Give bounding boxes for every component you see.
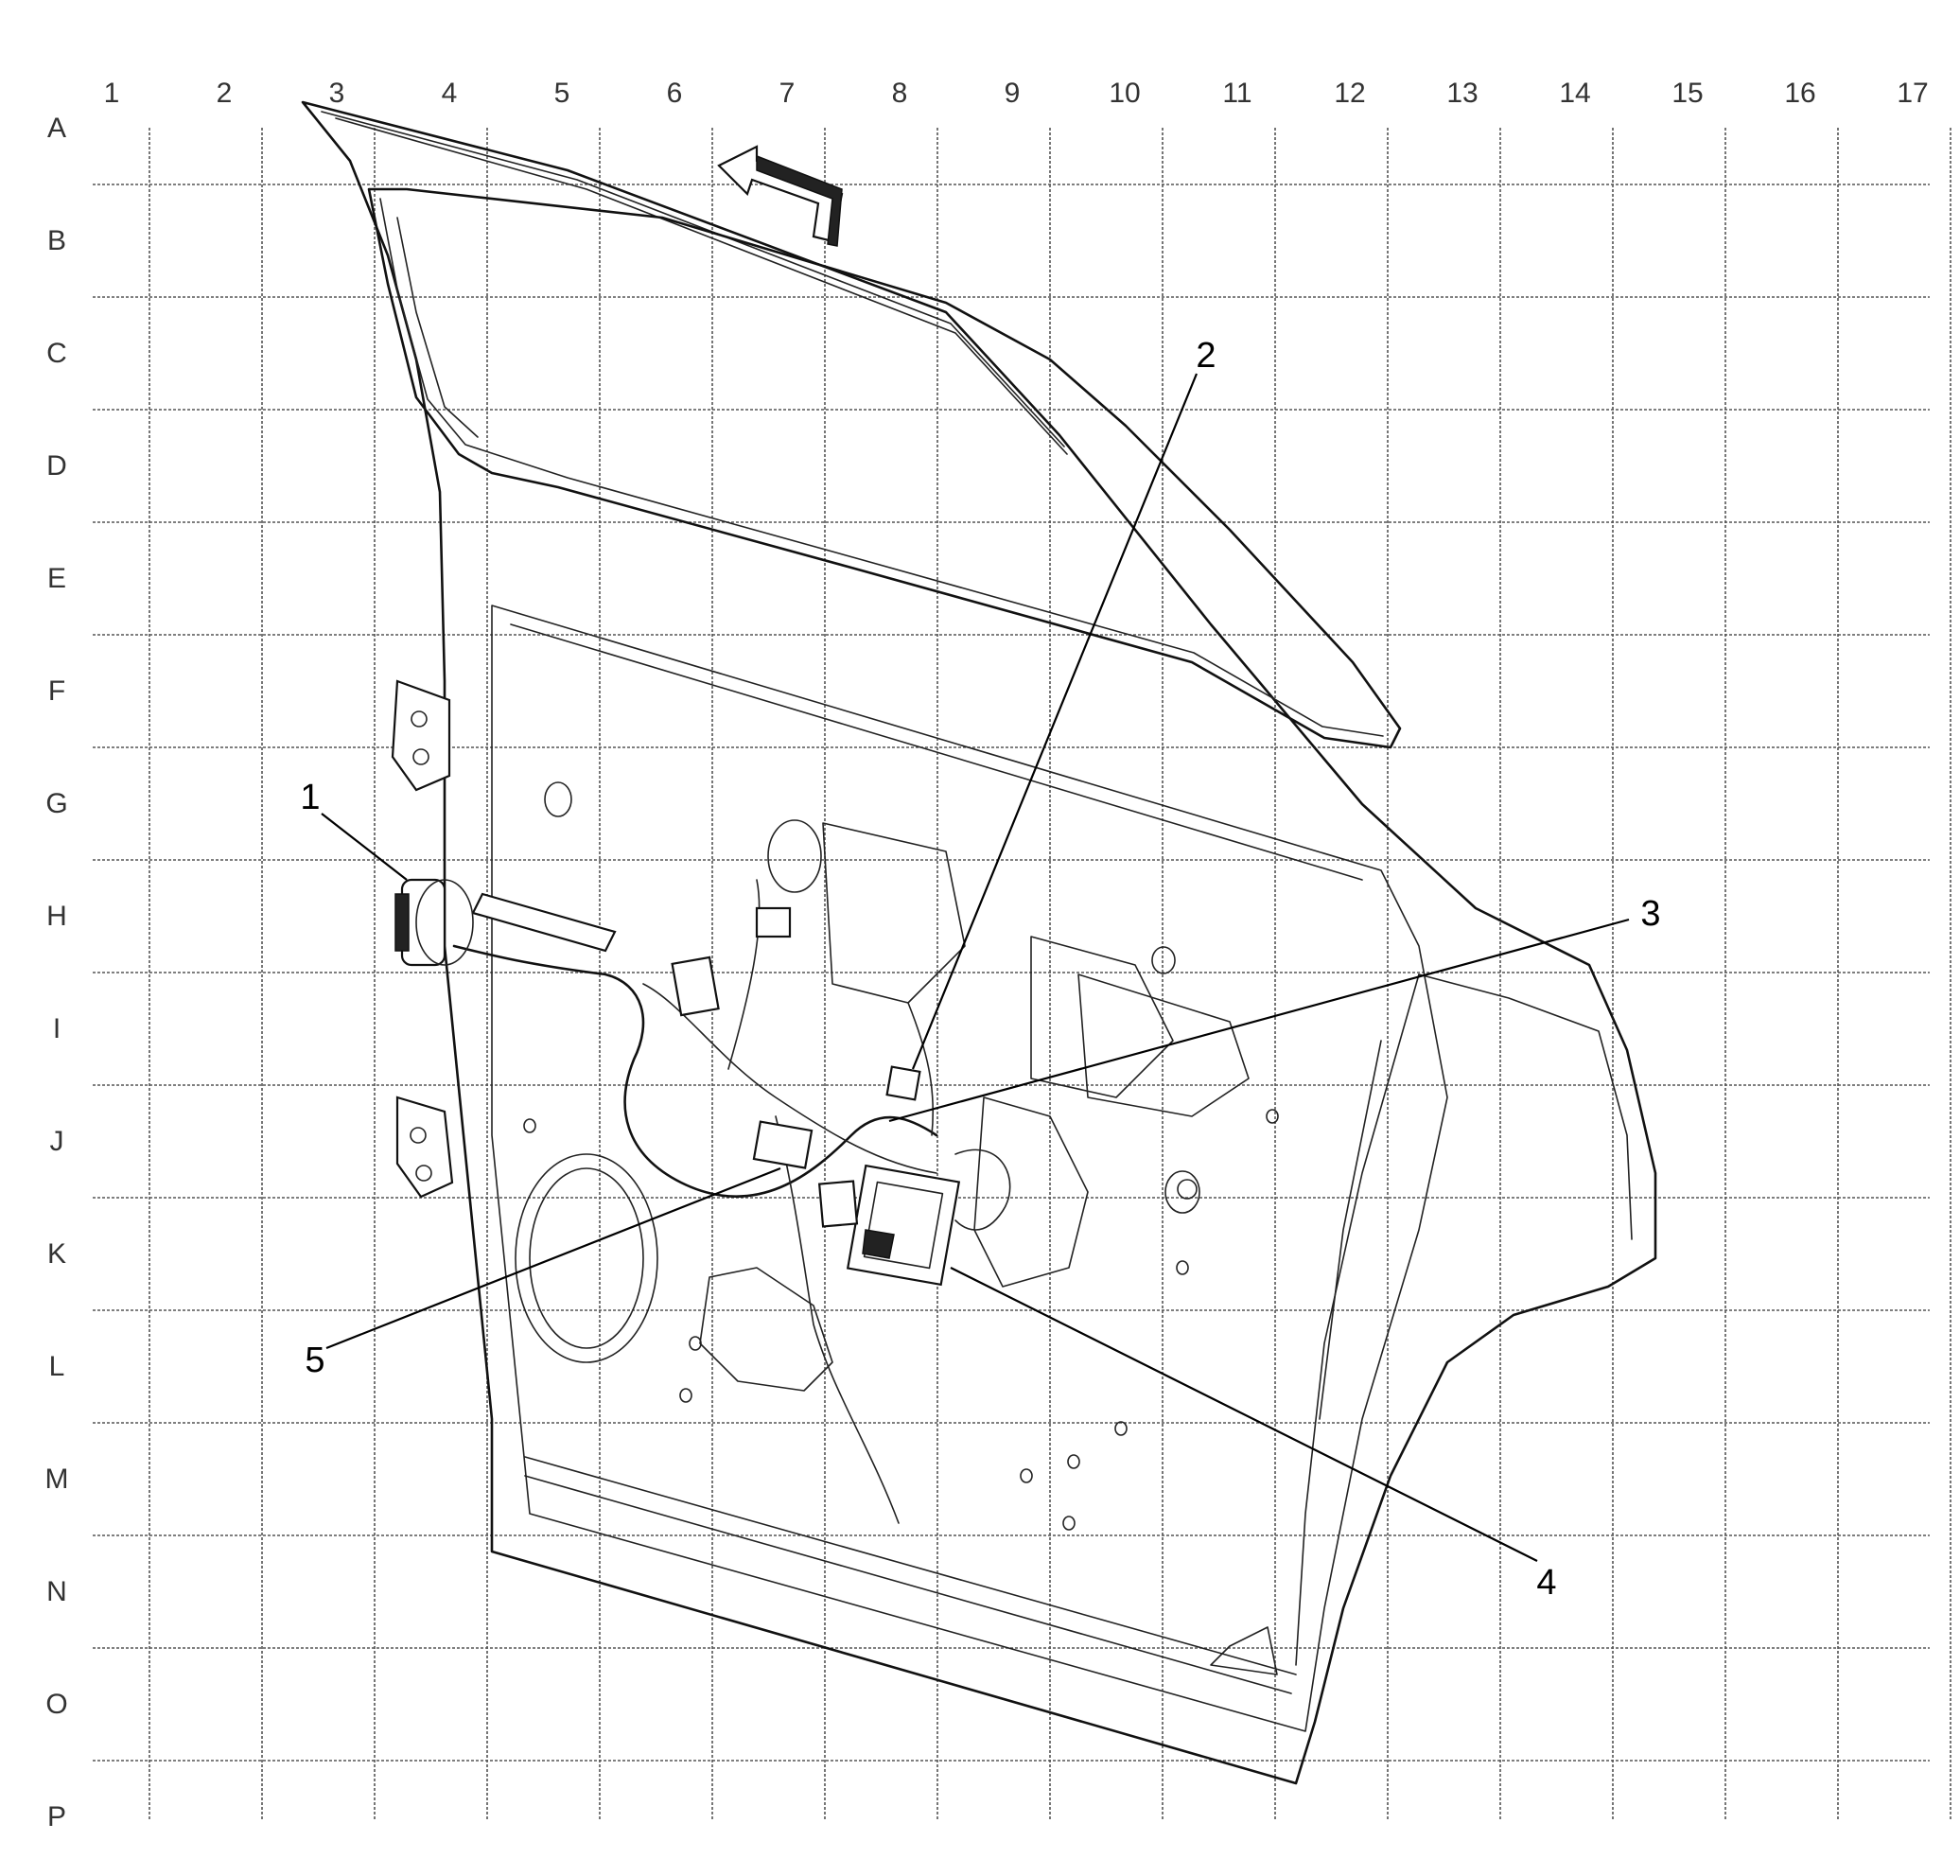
grid-column-label: 15 [1671, 78, 1703, 109]
grid-row-label: O [45, 1689, 67, 1720]
hinge-lower [395, 1096, 454, 1199]
grid-row-label: C [46, 338, 67, 369]
callout-3: 3 [1640, 894, 1660, 934]
grid-row-label: J [50, 1126, 64, 1157]
leader-3 [888, 918, 1630, 1123]
grid-column-label: 1 [104, 78, 120, 109]
mounting-holes [523, 781, 1279, 1531]
grid-column-label: 10 [1109, 78, 1140, 109]
grid-column-label: 11 [1222, 78, 1251, 109]
grid-row-label: G [45, 788, 67, 819]
door-lock-actuator [846, 1164, 961, 1287]
speaker-opening [515, 1153, 658, 1363]
door-panel [301, 100, 1657, 1785]
leader-5 [325, 1166, 781, 1350]
grid-row-labels: A B C D E F G H I J K L M N O P [45, 113, 69, 1832]
leader-1 [321, 813, 408, 881]
grid-column-label: 17 [1897, 78, 1928, 109]
callout-4: 4 [1536, 1563, 1556, 1603]
grid-row-label: L [49, 1351, 65, 1382]
grid-row-label: K [47, 1238, 66, 1270]
harness-connector-1 [394, 878, 474, 967]
connector-5 [817, 1180, 859, 1228]
grid-column-label: 5 [554, 78, 570, 109]
grid-column-label: 7 [779, 78, 796, 109]
connector-2 [885, 1065, 921, 1101]
grid-row-label: N [46, 1576, 67, 1607]
grid-row-label: D [46, 450, 67, 482]
grid-column-label: 8 [892, 78, 908, 109]
grid-column-label: 12 [1334, 78, 1365, 109]
callout-2: 2 [1196, 336, 1216, 376]
grid-column-label: 2 [217, 78, 233, 109]
callout-5: 5 [305, 1341, 324, 1380]
grid-column-label: 16 [1784, 78, 1815, 109]
grid-row-label: E [47, 563, 66, 594]
inner-panel-edge [491, 605, 1448, 1732]
grid-row-label: M [45, 1464, 69, 1495]
grid-column-label: 14 [1559, 78, 1590, 109]
grid-row-label: P [47, 1801, 66, 1832]
grid-row-label: F [48, 675, 65, 707]
connector-upper [671, 906, 792, 1017]
grid-column-label: 9 [1005, 78, 1021, 109]
grid-column-label: 6 [667, 78, 683, 109]
grid-column-label: 13 [1446, 78, 1478, 109]
door-outer-edge [301, 100, 1657, 1785]
wire-harness [452, 944, 938, 1198]
callout-leaders [321, 373, 1630, 1562]
grid-row-label: B [47, 225, 66, 256]
hinge-upper [391, 679, 451, 792]
grid-column-label: 4 [442, 78, 458, 109]
grid-column-label: 3 [329, 78, 345, 109]
leader-2 [911, 373, 1199, 1070]
grid-row-label: I [53, 1013, 61, 1044]
reference-grid [93, 128, 1951, 1821]
leader-4 [950, 1267, 1538, 1562]
connector-3 [752, 1120, 814, 1169]
grid-row-label: H [46, 901, 67, 932]
window-frame [367, 187, 1402, 749]
forward-arrow-icon [717, 145, 844, 247]
grid-row-label: A [47, 113, 66, 144]
callout-1: 1 [300, 778, 320, 817]
